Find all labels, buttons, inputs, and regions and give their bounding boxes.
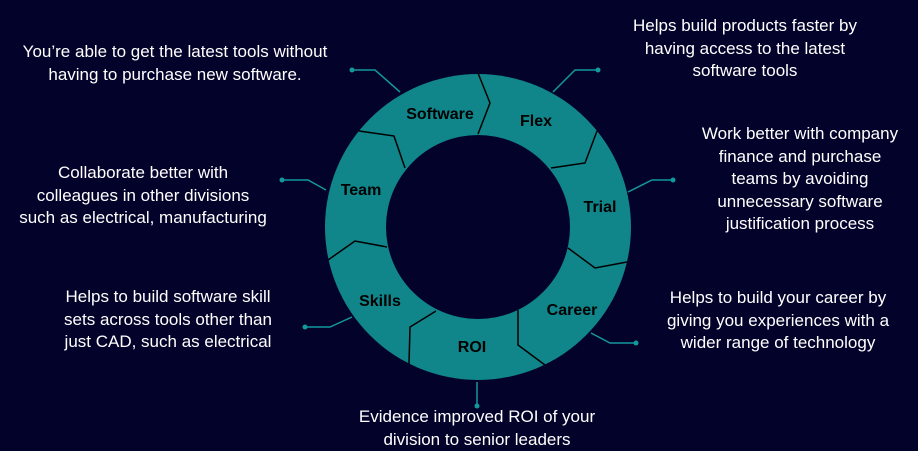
desc-line: unnecessary software bbox=[717, 191, 883, 211]
connector-dot-software bbox=[349, 67, 355, 73]
description-trial: Work better with company finance and pur… bbox=[702, 123, 898, 236]
ring-hole bbox=[386, 135, 570, 319]
connector-skills bbox=[305, 316, 353, 328]
desc-line: teams by avoiding bbox=[731, 169, 869, 188]
connector-dot-career bbox=[633, 340, 639, 346]
description-career: Helps to build your career by giving you… bbox=[667, 287, 889, 355]
segment-label-trial: Trial bbox=[584, 199, 617, 216]
divider-trial-career bbox=[567, 247, 628, 269]
connector-dot-trial bbox=[670, 177, 676, 183]
desc-line: just CAD, such as electrical bbox=[64, 332, 272, 351]
desc-line: wider range of technology bbox=[680, 333, 876, 352]
description-skills: Helps to build software skill sets acros… bbox=[64, 286, 272, 354]
divider-skills-team bbox=[327, 240, 388, 261]
connector-trial bbox=[627, 179, 673, 193]
segment-label-skills: Skills bbox=[359, 293, 401, 310]
connector-dot-skills bbox=[302, 324, 308, 330]
desc-line: Collaborate better with bbox=[57, 163, 229, 182]
description-team: Collaborate better with colleagues in ot… bbox=[19, 162, 267, 230]
desc-line: justification process bbox=[725, 214, 875, 233]
desc-line: having access to the latest bbox=[644, 38, 846, 58]
desc-line: colleagues in other divisions bbox=[36, 185, 250, 205]
desc-line: Helps to build your career by bbox=[669, 288, 887, 307]
desc-line: finance and purchase bbox=[718, 146, 882, 166]
desc-line: Evidence improved ROI of your bbox=[358, 407, 596, 426]
connector-dot-roi bbox=[474, 403, 480, 409]
desc-line: software tools bbox=[692, 61, 798, 80]
connector-flex bbox=[552, 69, 598, 93]
description-flex: Helps build products faster by having ac… bbox=[633, 15, 857, 83]
desc-line: Helps build products faster by bbox=[633, 16, 857, 35]
divider-career-roi bbox=[517, 310, 546, 366]
desc-line: such as electrical, manufacturing bbox=[19, 208, 267, 227]
segment-label-software: Software bbox=[406, 106, 474, 123]
desc-line: Helps to build software skill bbox=[65, 287, 271, 306]
desc-line: sets across tools other than bbox=[64, 309, 272, 329]
connector-software bbox=[352, 69, 401, 93]
desc-line: Work better with company bbox=[701, 124, 899, 143]
description-roi: Evidence improved ROI of your division t… bbox=[359, 406, 595, 451]
segment-label-flex: Flex bbox=[520, 113, 552, 130]
desc-line: giving you experiences with a bbox=[666, 310, 890, 330]
segment-label-career: Career bbox=[547, 302, 598, 319]
divider-software-flex bbox=[477, 72, 491, 135]
description-software: You’re able to get the latest tools with… bbox=[23, 41, 328, 86]
segment-label-team: Team bbox=[341, 182, 382, 199]
desc-line: You’re able to get the latest tools with… bbox=[22, 42, 328, 61]
divider-team-software bbox=[358, 130, 406, 169]
desc-line: having to purchase new software. bbox=[48, 64, 302, 84]
connector-career bbox=[590, 332, 636, 344]
connector-dot-flex bbox=[595, 67, 601, 73]
divider-roi-skills bbox=[408, 310, 437, 365]
divider-flex-trial bbox=[550, 130, 598, 169]
segment-label-roi: ROI bbox=[458, 339, 486, 356]
connector-team bbox=[282, 179, 327, 191]
connector-dot-team bbox=[279, 177, 285, 183]
desc-line: division to senior leaders bbox=[383, 429, 571, 449]
